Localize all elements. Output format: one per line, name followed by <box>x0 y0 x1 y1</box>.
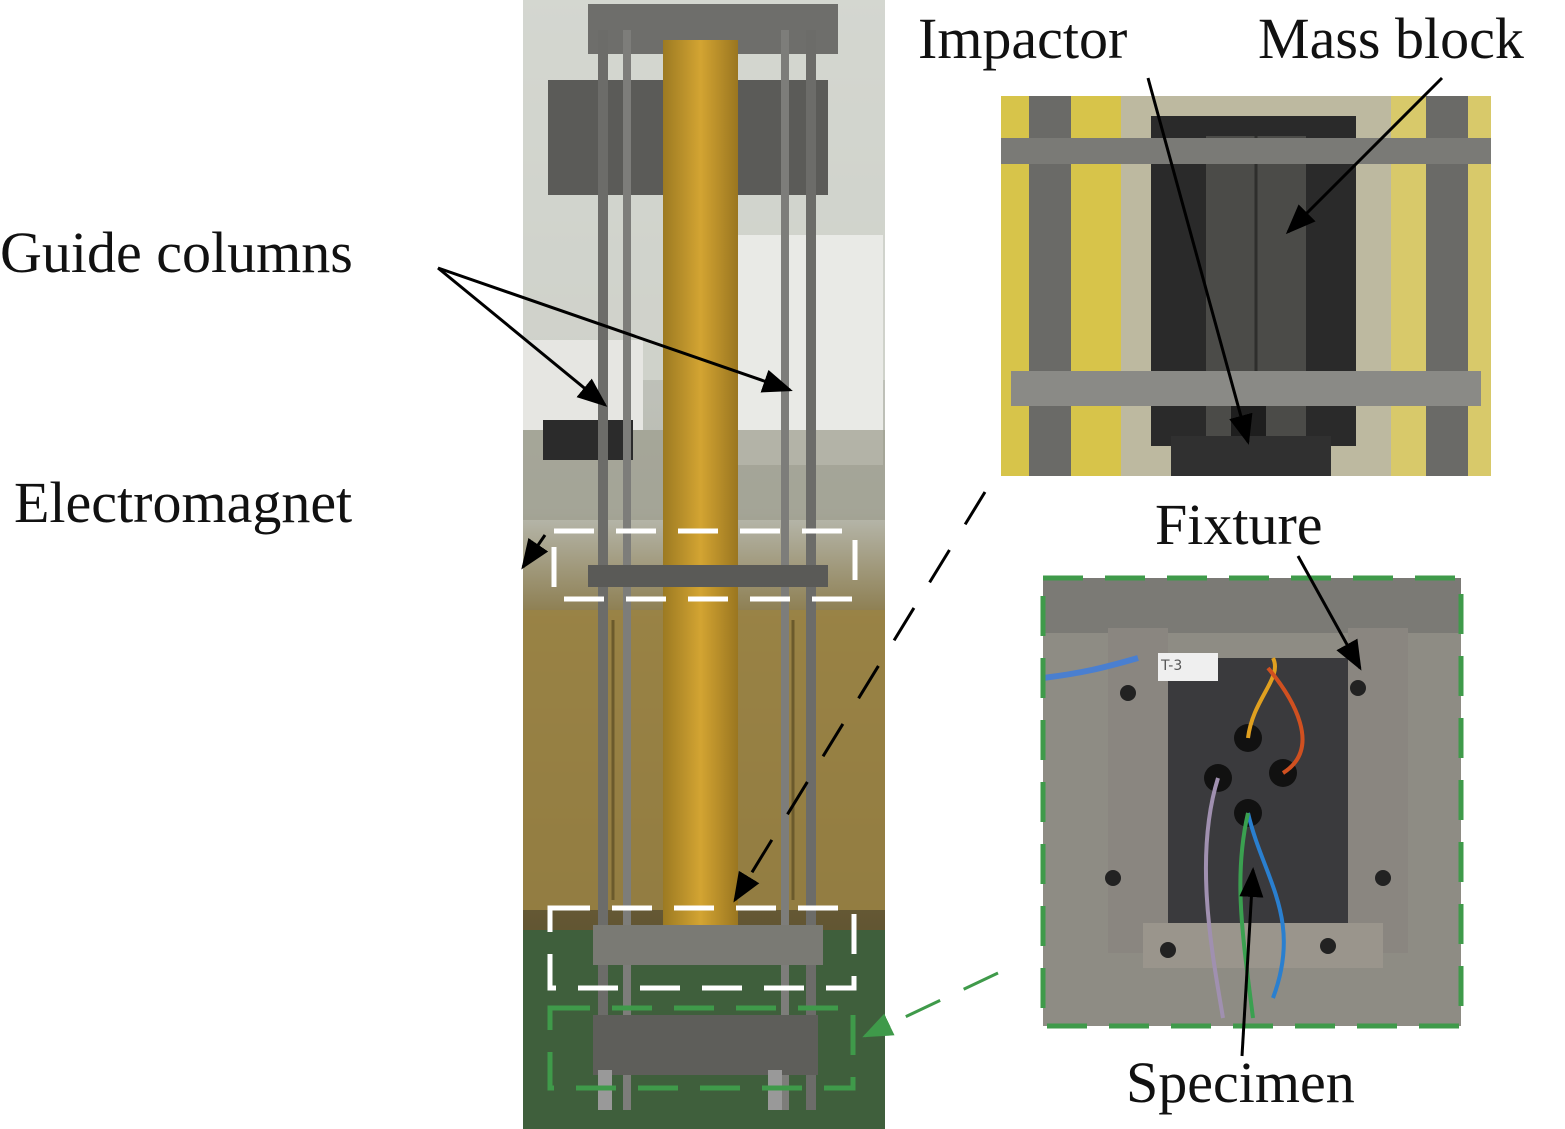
impactor-highlight-box <box>547 905 857 991</box>
drop-tower-photo <box>523 0 885 1129</box>
electromagnet-label: Electromagnet <box>14 470 353 535</box>
specimen-tag: T-3 <box>1161 658 1183 674</box>
guide-columns-arrow-left <box>437 266 608 407</box>
specimen-label: Specimen <box>1126 1050 1355 1115</box>
mass-block-arrow <box>1285 76 1444 235</box>
fixture-highlight-box <box>547 1005 856 1091</box>
fixture-zoom-leader <box>862 971 999 1038</box>
fixture-arrow <box>1296 555 1362 671</box>
fixture-closeup-illustration <box>1043 578 1461 1026</box>
specimen-arrow <box>1239 867 1264 1057</box>
impactor-arrow <box>1146 77 1253 445</box>
impactor-closeup-photo <box>1001 96 1491 476</box>
impactor-closeup-illustration <box>1001 96 1491 476</box>
electromagnet-highlight-box <box>551 528 858 602</box>
fixture-label: Fixture <box>1155 492 1323 557</box>
electromagnet-arrow <box>521 534 549 570</box>
guide-columns-label: Guide columns <box>0 220 353 285</box>
mass-block-label: Mass block <box>1258 6 1524 71</box>
drop-tower-illustration <box>523 0 885 1129</box>
fixture-closeup-photo: T-3 <box>1043 578 1461 1026</box>
impactor-zoom-leader <box>733 491 987 903</box>
impactor-label: Impactor <box>918 6 1128 71</box>
fixture-closeup-frame <box>1040 575 1464 1029</box>
guide-columns-arrow-right <box>437 266 793 393</box>
